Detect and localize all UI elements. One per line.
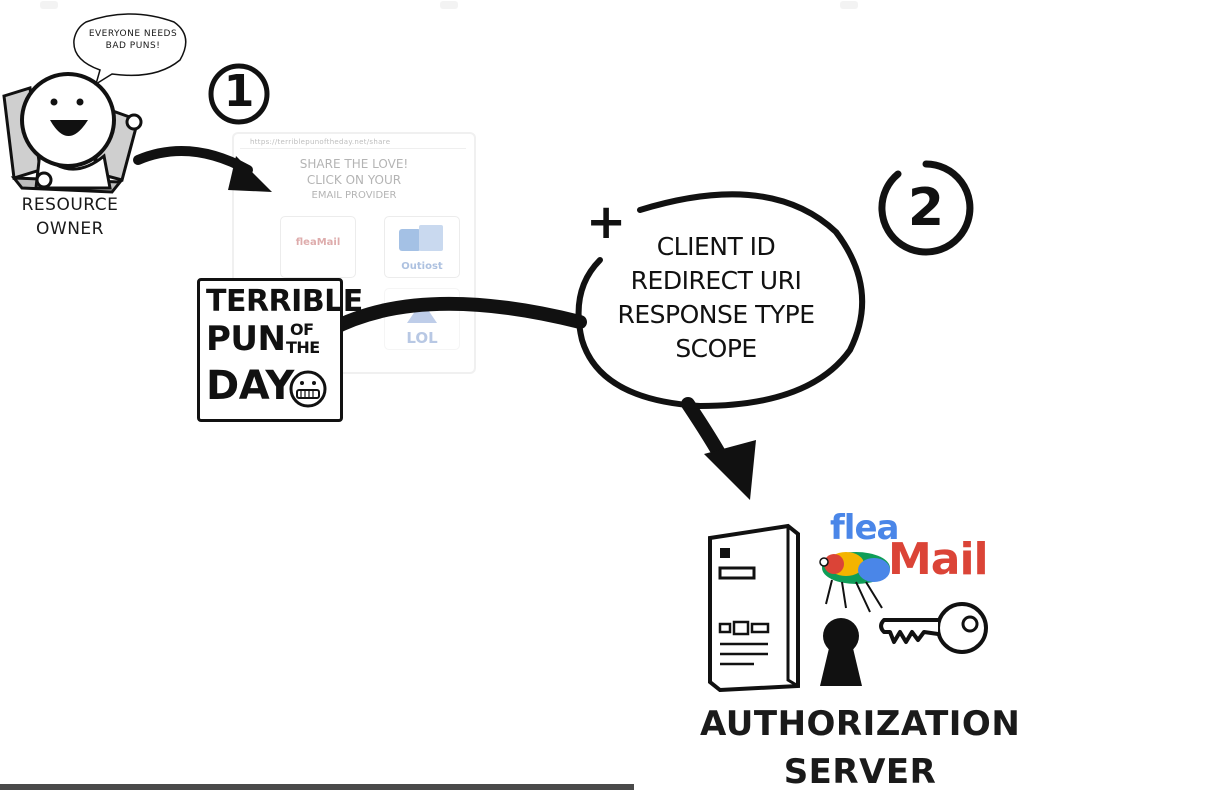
client-web-page: https://terriblepunoftheday.net/share Sh… [232, 132, 476, 374]
grimace-face-icon [289, 370, 327, 408]
step-1-number: 1 [223, 66, 255, 117]
resource-owner-label-line-1: Resource [21, 195, 119, 215]
step-1-circle: 1 [207, 62, 271, 126]
speech-bubble-text: Everyone needs bad puns! [78, 28, 188, 52]
resource-owner-label-line-2: owner [36, 219, 104, 239]
web-page-heading: Share the love! Click on your email prov… [234, 156, 474, 204]
pun-line-terrible: TERRIBLE [206, 284, 363, 319]
resource-owner-figure [0, 60, 160, 204]
fleamail-logo-mail: Mail [888, 534, 989, 585]
web-page-url: https://terriblepunoftheday.net/share [250, 138, 391, 146]
fleamail-logo-flea: flea [830, 508, 899, 548]
pun-line-day: DAY [206, 363, 294, 409]
pun-line-pun: PUN [206, 319, 286, 359]
speech-line-1: Everyone needs [88, 29, 178, 39]
plus-sign: + [586, 194, 627, 250]
server-label-line-2: server [783, 752, 937, 792]
speech-bubble [66, 12, 194, 92]
web-heading-line-2: Click on your [306, 173, 402, 187]
client-params-bubble [575, 191, 866, 410]
param-scope: SCOPE [675, 334, 757, 363]
client-params-list: CLIENT ID REDIRECT URI RESPONSE TYPE SCO… [596, 230, 836, 366]
arrow-client-to-bubble [323, 296, 587, 337]
top-edge-marks [0, 0, 1208, 14]
step-2-number: 2 [907, 178, 945, 238]
provider-fleamail[interactable]: fleaMail [280, 216, 356, 278]
param-response-type: RESPONSE TYPE [617, 300, 815, 329]
outiost-envelope-icon [419, 225, 443, 251]
keyhole-icon [816, 614, 866, 692]
terrible-pun-logo: TERRIBLE PUN OF THE DAY [197, 278, 363, 422]
param-client-id: CLIENT ID [656, 232, 776, 261]
server-tower-icon [704, 520, 804, 696]
pun-line-the: THE [286, 338, 320, 357]
authorization-server-label: Authorization server [700, 700, 1020, 796]
web-heading-line-1: Share the love! [299, 157, 409, 171]
speech-line-2: bad puns! [105, 41, 161, 51]
key-icon [876, 598, 994, 664]
web-page-divider [240, 148, 466, 149]
provider-outiost[interactable]: Outiost [384, 216, 460, 278]
provider-fleamail-label: fleaMail [295, 237, 341, 248]
flea-insect-icon [812, 546, 902, 620]
server-label-line-1: Authorization [700, 704, 1021, 744]
outiost-icon [399, 229, 421, 251]
video-progress-bar[interactable] [0, 784, 634, 790]
provider-outiost-label: Outiost [401, 261, 443, 272]
pun-line-of: OF [290, 320, 314, 339]
web-heading-line-3: email provider [311, 190, 397, 201]
arrow-owner-to-client [133, 146, 253, 175]
resource-owner-label: Resource owner [10, 193, 130, 241]
step-2-circle: 2 [876, 158, 976, 258]
provider-lol-label: LOL [406, 329, 438, 347]
param-redirect-uri: REDIRECT URI [630, 266, 802, 295]
